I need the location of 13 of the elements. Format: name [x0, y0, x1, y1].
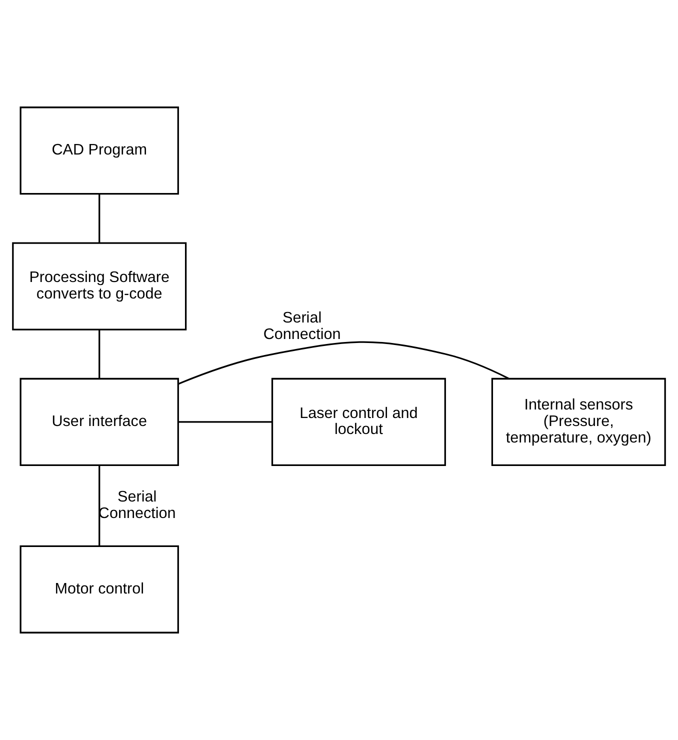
node-box: Laser control and lockout	[271, 378, 446, 466]
node-box: Internal sensors (Pressure, temperature, oxygen)	[491, 378, 666, 466]
connector	[98, 194, 100, 243]
node-box: Motor control	[20, 545, 179, 634]
node-box: User interface	[20, 378, 179, 466]
edge-label: Serial Connection	[98, 488, 176, 522]
connector	[98, 466, 100, 546]
connector	[178, 421, 272, 423]
connector	[98, 330, 100, 378]
edge-label: Serial Connection	[263, 310, 341, 344]
node-box: CAD Program	[20, 106, 179, 195]
node-box: Processing Software converts to g-code	[12, 242, 187, 330]
connector	[178, 341, 510, 385]
